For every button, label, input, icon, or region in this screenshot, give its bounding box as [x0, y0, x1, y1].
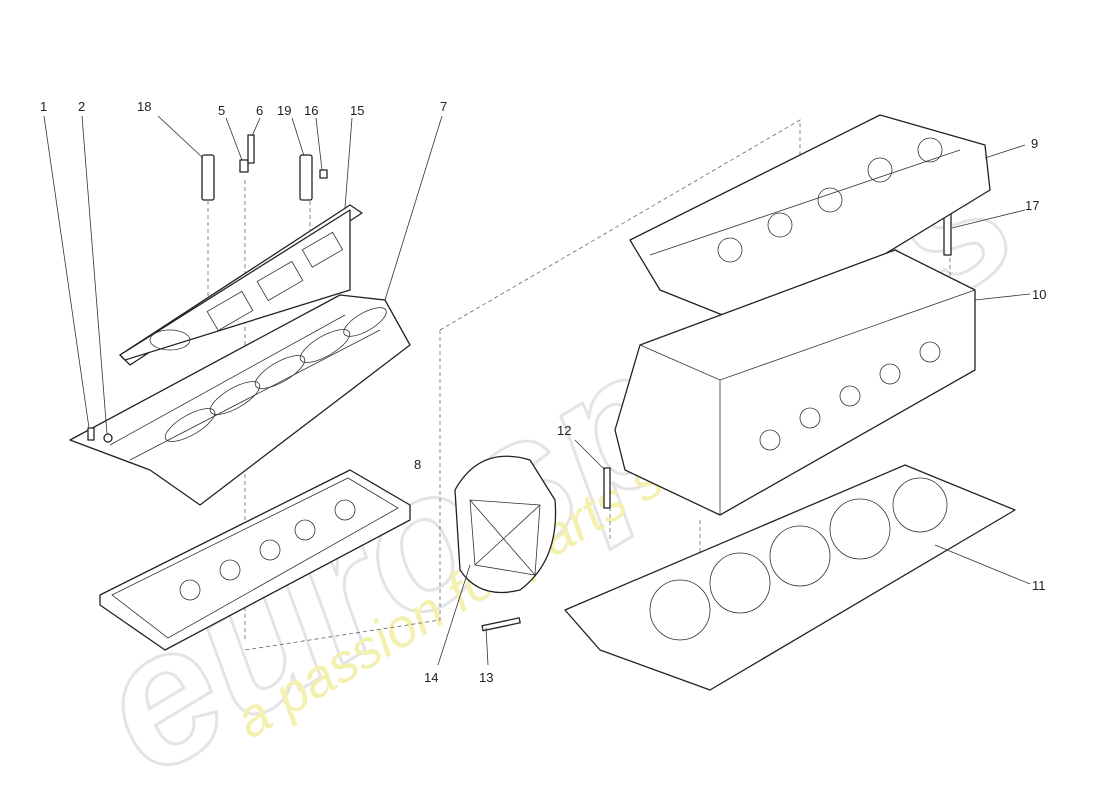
callout-15: 15: [350, 103, 364, 118]
callout-10: 10: [1032, 287, 1046, 302]
callout-13: 13: [479, 670, 493, 685]
part-10-cylinder-head: [614, 249, 976, 516]
callout-12: 12: [557, 423, 571, 438]
callout-labels: 1 2 18 5 6 19 16 15 7 9 17 10 12 8 11 14…: [40, 99, 1046, 685]
callout-8: 8: [414, 457, 421, 472]
callout-6: 6: [256, 103, 263, 118]
callout-18: 18: [137, 99, 151, 114]
callout-16: 16: [304, 103, 318, 118]
part-15-seal: [119, 204, 363, 366]
callout-9: 9: [1031, 136, 1038, 151]
callout-2: 2: [78, 99, 85, 114]
callout-19: 19: [277, 103, 291, 118]
callout-11: 11: [1032, 578, 1046, 593]
callout-5: 5: [218, 103, 225, 118]
callout-1: 1: [40, 99, 47, 114]
part-7-valve-cover: [69, 294, 411, 506]
leader-lines: [43, 115, 1031, 666]
callout-7: 7: [440, 99, 447, 114]
part-9-cam-carrier: [629, 114, 991, 331]
callout-17: 17: [1025, 198, 1039, 213]
callout-14: 14: [424, 670, 438, 685]
small-fasteners: [87, 134, 952, 632]
part-11-head-gasket: [564, 464, 1016, 691]
part-8-valve-cover-gasket: [99, 469, 411, 651]
part-14-timing-cover: [454, 455, 557, 594]
